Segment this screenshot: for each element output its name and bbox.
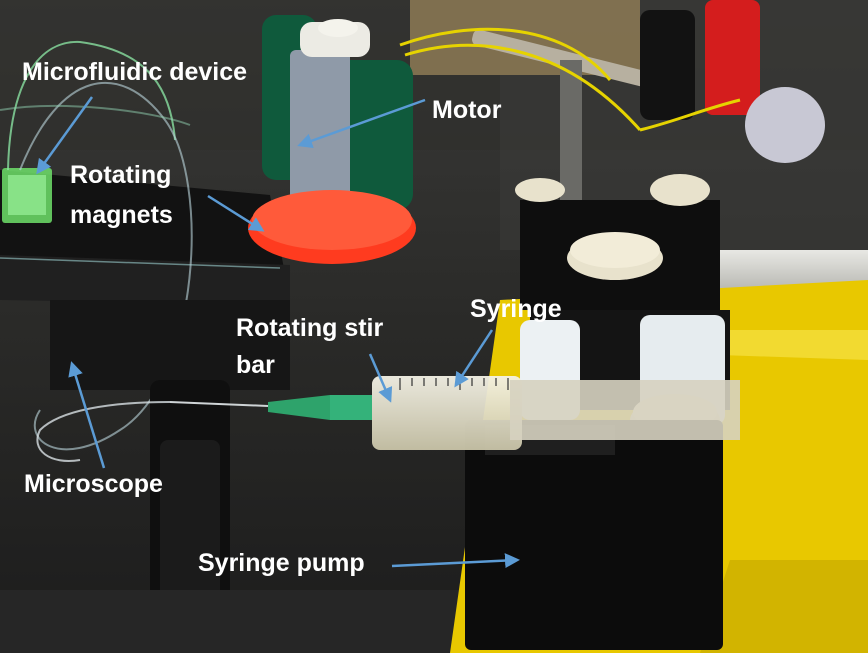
rotating-magnets-label-line1: Rotating	[70, 161, 172, 189]
microscope-label: Microscope	[24, 470, 163, 498]
rotating-stir-bar-label-line1: Rotating stir	[236, 314, 384, 342]
rotating-magnets-arrow	[207, 194, 265, 232]
syringe-arrow	[454, 329, 494, 388]
syringe-label: Syringe	[470, 295, 562, 323]
rotating-magnets-label-line2: magnets	[70, 201, 173, 229]
syringe-pump-label: Syringe pump	[198, 549, 365, 577]
microfluidic-device-arrow	[36, 96, 94, 175]
syringe-pump-arrow	[391, 553, 520, 569]
rotating-stir-bar-label-line2: bar	[236, 351, 275, 379]
microscope-arrow	[68, 361, 106, 469]
motor-arrow	[297, 98, 426, 148]
microfluidic-device-label: Microfluidic device	[22, 58, 248, 86]
motor-label: Motor	[432, 96, 502, 124]
rotating-stir-bar-arrow	[368, 353, 393, 403]
